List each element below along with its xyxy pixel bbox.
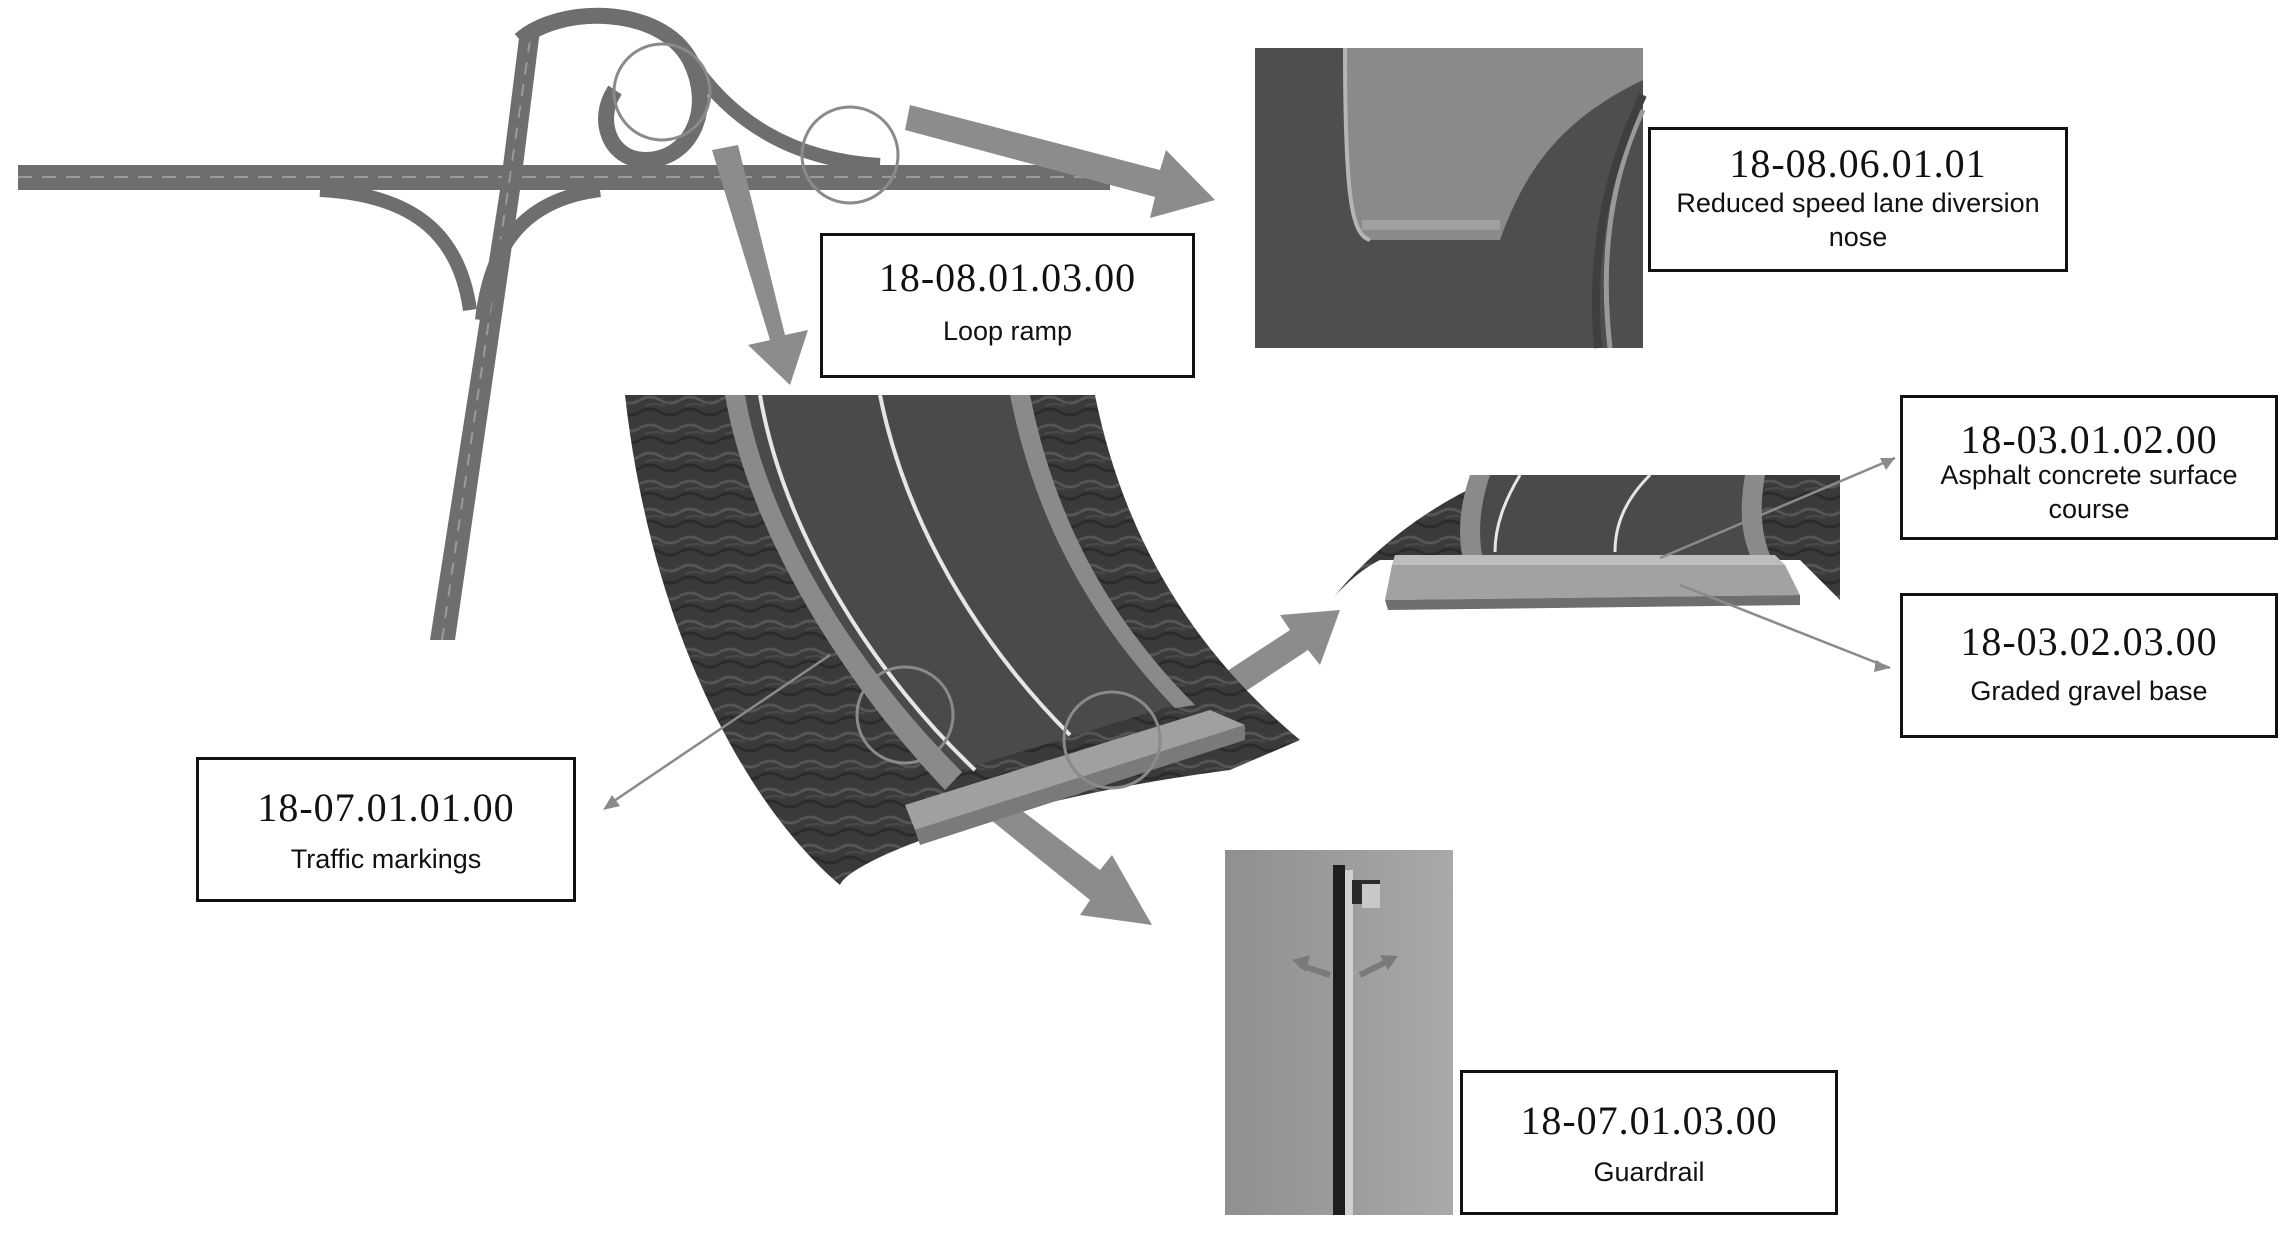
callout-circle-nose: [800, 105, 900, 205]
label-loop-ramp-code: 18-08.01.03.00: [878, 255, 1137, 300]
label-gravel-base-name: Graded gravel base: [1970, 676, 2208, 706]
label-guardrail-code: 18-07.01.03.00: [1520, 1098, 1778, 1143]
label-guardrail: 18-07.01.03.00 Guardrail: [1460, 1070, 1838, 1215]
connector-ramp-left: [319, 183, 477, 311]
surface-course-layer: [1392, 555, 1785, 565]
crossing-road: [430, 30, 540, 640]
label-diversion-nose-name: Reduced speed lane diversion nose: [1676, 188, 2040, 252]
leader-asphalt: [1659, 456, 1896, 560]
ramp-pavement: [745, 395, 1175, 770]
callout-circle-guardrail: [1062, 690, 1162, 790]
label-diversion-nose: 18-08.06.01.01 Reduced speed lane divers…: [1648, 127, 2068, 272]
label-loop-ramp: 18-08.01.03.00 Loop ramp: [820, 233, 1195, 378]
leader-traffic-markings: [607, 653, 831, 807]
connector-ramp-right: [475, 183, 601, 321]
layer-section-panel: [1333, 456, 1896, 672]
callout-circle-loop: [612, 42, 712, 142]
label-asphalt-surface: 18-03.01.02.00 Asphalt concrete surface …: [1900, 395, 2278, 540]
label-traffic-markings: 18-07.01.01.00 Traffic markings: [196, 757, 576, 902]
arrow-to-nose-panel: [905, 105, 1215, 218]
callout-circle-marking: [855, 665, 955, 765]
label-guardrail-name: Guardrail: [1593, 1157, 1705, 1187]
label-loop-ramp-name: Loop ramp: [942, 316, 1073, 346]
arrow-to-ramp-panel: [712, 145, 808, 385]
label-asphalt-surface-code: 18-03.01.02.00: [1960, 417, 2218, 462]
loop-ramp-road: [514, 7, 708, 169]
guardrail-post: [1333, 865, 1345, 1215]
guardrail-panel: [1225, 850, 1453, 1215]
main-highway: [18, 165, 1110, 190]
leader-gravel: [1679, 583, 1891, 670]
label-gravel-base: 18-03.02.03.00 Graded gravel base: [1900, 593, 2278, 738]
label-traffic-markings-name: Traffic markings: [290, 844, 482, 874]
gravel-base-layer: [1385, 565, 1800, 600]
label-traffic-markings-code: 18-07.01.01.00: [257, 785, 515, 830]
diversion-nose-panel: [1255, 47, 1647, 349]
label-diversion-nose-code: 18-08.06.01.01: [1729, 141, 1987, 186]
interchange-overview: [18, 7, 1110, 641]
section-pavement: [1468, 475, 1750, 555]
label-gravel-base-code: 18-03.02.03.00: [1960, 619, 2218, 664]
label-asphalt-surface-name: Asphalt concrete surface course: [1940, 460, 2238, 524]
loop-ramp-segment: [625, 394, 1300, 885]
